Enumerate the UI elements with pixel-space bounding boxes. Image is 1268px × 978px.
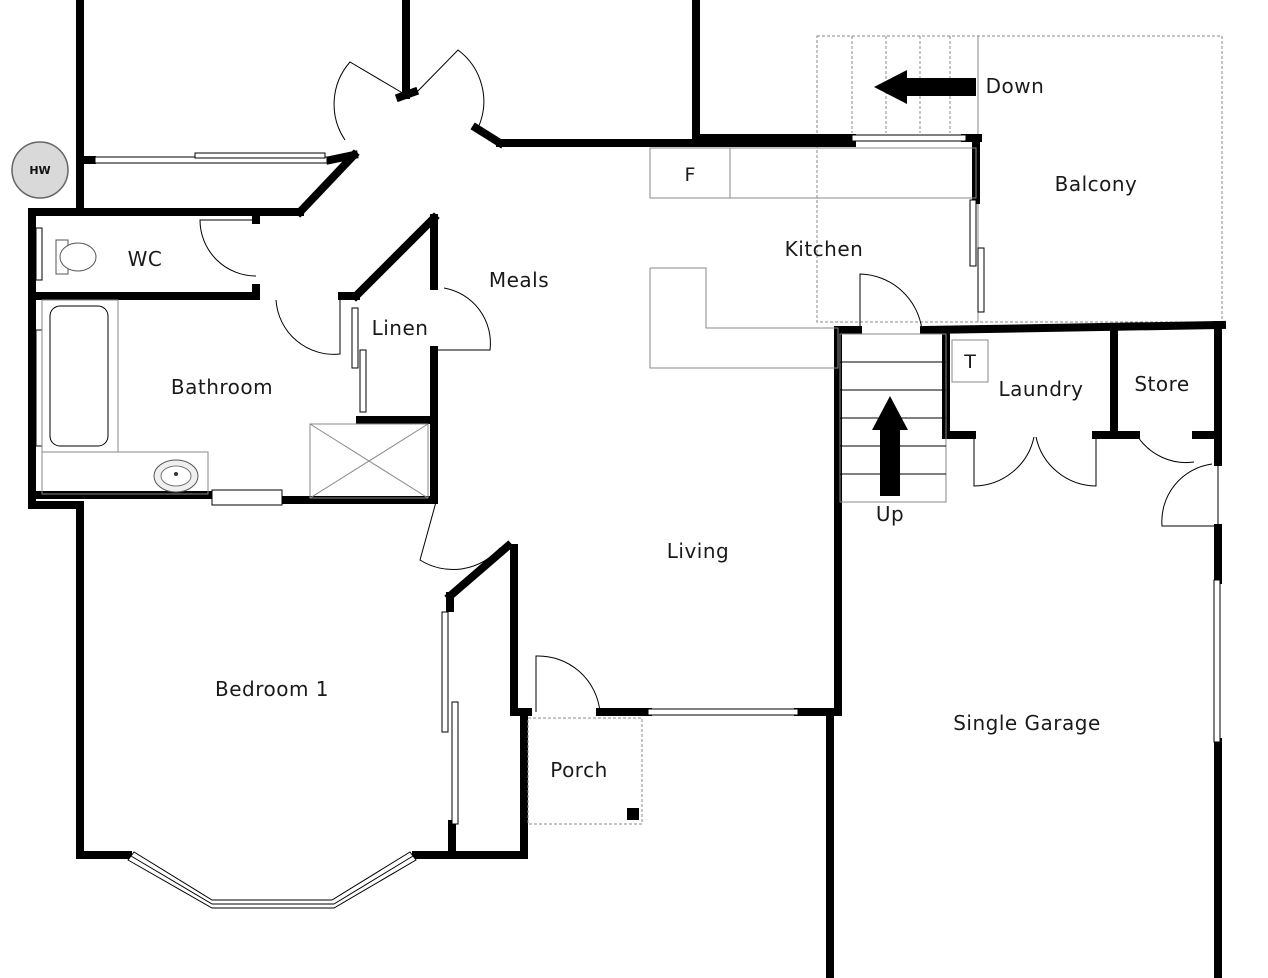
room-label-kitchen: Kitchen [785,237,864,261]
shower [309,423,429,499]
hot-water-unit-icon [11,141,69,199]
room-label-porch: Porch [550,758,608,782]
arrow-left-icon [874,70,976,104]
windows [35,134,1221,909]
toilet-icon [55,239,97,275]
kitchen-bench [649,147,977,369]
porch-slab [527,717,643,825]
laundry-tub-label: T [963,351,976,373]
stairs-up-label: Up [876,502,904,526]
walls [28,0,1227,978]
laundry-tub [951,339,989,383]
room-label-wc: WC [128,247,163,271]
hot-water-label: HW [29,164,50,177]
room-label-laundry: Laundry [998,377,1083,401]
room-label-garage: Single Garage [953,711,1101,735]
room-label-linen: Linen [372,316,429,340]
room-label-meals: Meals [489,268,549,292]
fridge-label: F [685,164,696,186]
room-label-balcony: Balcony [1055,172,1138,196]
bathtub-icon [41,299,119,453]
room-label-bathroom: Bathroom [171,375,273,399]
room-label-living: Living [667,539,729,563]
room-label-bedroom1: Bedroom 1 [215,677,329,701]
arrow-up-icon [872,396,908,496]
doors [199,49,1219,713]
room-label-store: Store [1134,372,1189,396]
stairs-down-label: Down [986,74,1045,98]
basin-icon [41,451,209,495]
